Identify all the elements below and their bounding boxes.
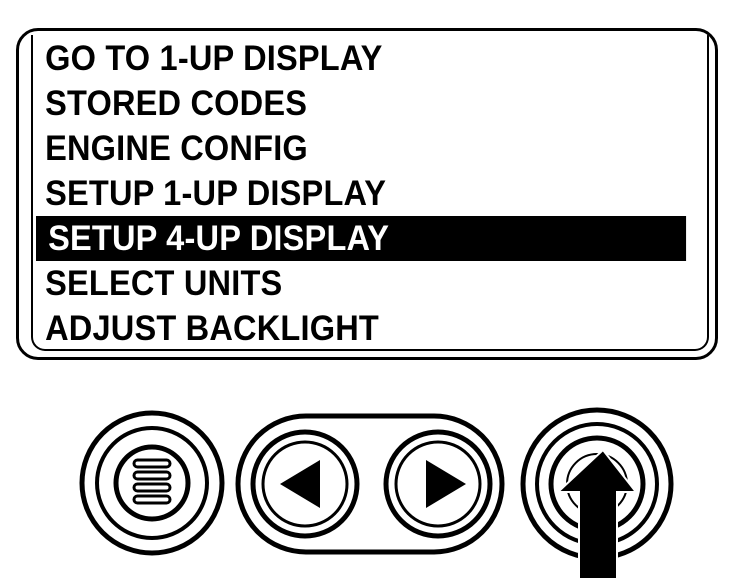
menu-item-go-to-1-up-display[interactable]: GO TO 1-UP DISPLAY: [45, 39, 383, 78]
screen-bezel: [31, 35, 709, 351]
lcd-screen: GO TO 1-UP DISPLAY STORED CODES ENGINE C…: [16, 28, 718, 360]
menu-button[interactable]: [79, 410, 225, 556]
left-arrow-icon: [280, 460, 320, 508]
right-arrow-icon: [426, 460, 466, 508]
right-arrow-button[interactable]: [383, 429, 493, 539]
button-panel: [0, 372, 742, 579]
main-menu: GO TO 1-UP DISPLAY STORED CODES ENGINE C…: [33, 36, 707, 351]
menu-lines-icon: [132, 458, 172, 505]
menu-item-setup-1-up-display[interactable]: SETUP 1-UP DISPLAY: [45, 174, 387, 213]
menu-item-select-units[interactable]: SELECT UNITS: [45, 264, 283, 303]
left-arrow-button[interactable]: [250, 429, 360, 539]
menu-item-engine-config[interactable]: ENGINE CONFIG: [45, 129, 308, 168]
pointer-arrow-icon: [555, 448, 639, 579]
menu-item-setup-4-up-display[interactable]: SETUP 4-UP DISPLAY: [36, 216, 687, 261]
menu-item-adjust-backlight[interactable]: ADJUST BACKLIGHT: [45, 309, 379, 348]
menu-item-stored-codes[interactable]: STORED CODES: [45, 84, 308, 123]
